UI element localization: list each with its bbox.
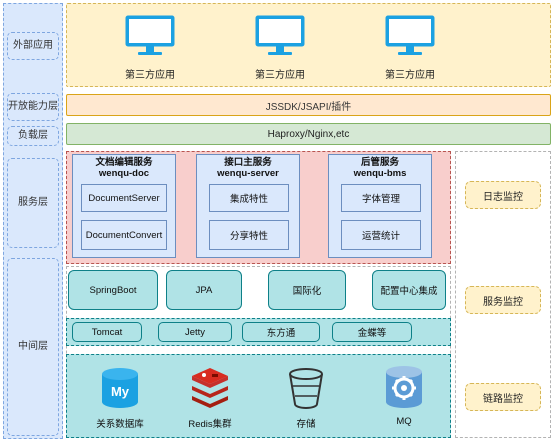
- service-title: 接口主服务: [224, 157, 272, 168]
- container-jetty: Jetty: [158, 322, 232, 342]
- service-subtitle: wenqu-doc: [98, 168, 150, 179]
- storage-object: 存储: [266, 362, 346, 434]
- mysql-icon: My: [102, 368, 138, 408]
- bucket-icon: [289, 368, 323, 409]
- monitor-icon: [125, 15, 175, 55]
- service-subtitle: wenqu-bms: [353, 168, 407, 179]
- framework-config-center: 配置中心集成: [372, 270, 446, 310]
- storage-redis: Redis集群: [170, 362, 250, 434]
- framework-springboot: SpringBoot: [68, 270, 158, 310]
- open-ability-band: JSSDK/JSAPI/插件: [66, 94, 551, 116]
- monitor-icon: [385, 15, 435, 55]
- app-label: 第三方应用: [385, 70, 435, 81]
- service-item: DocumentServer: [81, 184, 167, 212]
- storage-label: 关系数据库: [96, 419, 144, 430]
- layer-label-service: 服务层: [7, 158, 59, 248]
- storage-mq: MQ: [364, 362, 444, 434]
- redis-icon: [192, 368, 228, 408]
- container-kingdee: 金蝶等: [332, 322, 412, 342]
- container-tongtech: 东方通: [242, 322, 320, 342]
- service-title: 文档编辑服务: [95, 157, 153, 168]
- monitor-icon: [255, 15, 305, 55]
- third-party-app-2: 第三方应用: [240, 14, 320, 81]
- service-item: 分享特性: [209, 220, 289, 250]
- service-subtitle: wenqu-server: [217, 168, 279, 179]
- storage-label: MQ: [396, 416, 412, 427]
- layer-label-open: 开放能力层: [7, 93, 59, 121]
- load-balancer-band: Haproxy/Nginx,etc: [66, 123, 551, 145]
- svg-text:My: My: [111, 384, 130, 399]
- service-item: 集成特性: [209, 184, 289, 212]
- service-item: DocumentConvert: [81, 220, 167, 250]
- service-item: 字体管理: [341, 184, 421, 212]
- layer-label-load: 负载层: [7, 126, 59, 146]
- third-party-app-1: 第三方应用: [110, 14, 190, 81]
- trace-monitoring: 链路监控: [465, 383, 541, 411]
- mq-gear-icon: [386, 366, 422, 408]
- service-box-doc: 文档编辑服务 wenqu-doc DocumentServer Document…: [72, 154, 176, 258]
- storage-mysql: My 关系数据库: [80, 362, 160, 434]
- framework-jpa: JPA: [166, 270, 242, 310]
- third-party-app-3: 第三方应用: [370, 14, 450, 81]
- service-title: 后管服务: [360, 157, 399, 168]
- app-label: 第三方应用: [255, 70, 305, 81]
- log-monitoring: 日志监控: [465, 181, 541, 209]
- service-monitoring: 服务监控: [465, 286, 541, 314]
- app-label: 第三方应用: [125, 70, 175, 81]
- framework-i18n: 国际化: [268, 270, 346, 310]
- storage-label: Redis集群: [188, 419, 232, 430]
- container-tomcat: Tomcat: [72, 322, 142, 342]
- storage-label: 存储: [296, 419, 316, 430]
- layer-label-external: 外部应用: [7, 32, 59, 60]
- service-box-server: 接口主服务 wenqu-server 集成特性 分享特性: [196, 154, 300, 258]
- service-box-bms: 后管服务 wenqu-bms 字体管理 运营统计: [328, 154, 432, 258]
- service-item: 运营统计: [341, 220, 421, 250]
- layer-label-middle: 中间层: [7, 258, 59, 436]
